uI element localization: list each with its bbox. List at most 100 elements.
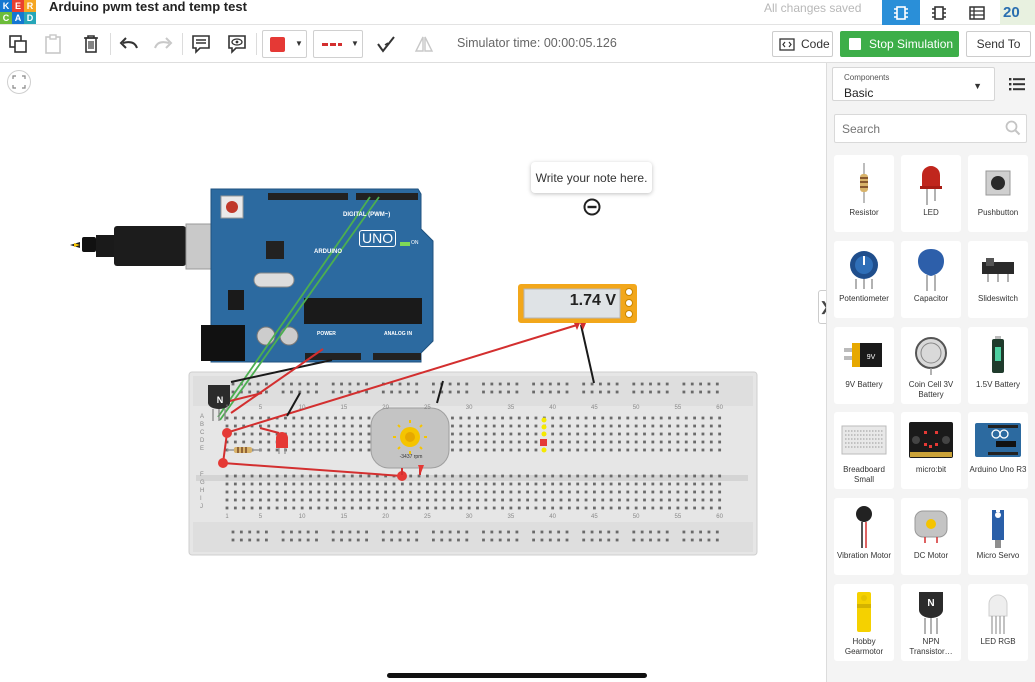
circuit-canvas[interactable]: N 1.74 V -3437 rpm DIGITAL (PWM~) ARDUIN…: [0, 63, 826, 682]
breadboard-hole: [643, 440, 646, 444]
component-tile-led[interactable]: LED: [901, 155, 961, 232]
breadboard-hole: [626, 474, 630, 478]
multimeter[interactable]: [518, 284, 637, 330]
breadboard-hole: [492, 506, 496, 510]
breadboard-hole: [601, 506, 605, 510]
breadboard-hole: [451, 424, 454, 428]
tab-component-list[interactable]: [958, 0, 996, 25]
breadboard-hole: [532, 530, 535, 534]
stop-simulation-button[interactable]: Stop Simulation: [840, 31, 959, 57]
component-tile-potentiometer[interactable]: Potentiometer: [834, 241, 894, 318]
component-tile-led-rgb[interactable]: LED RGB: [968, 584, 1028, 661]
wire-tool-button[interactable]: [373, 31, 399, 57]
component-tile-slideswitch[interactable]: Slideswitch: [968, 241, 1028, 318]
redo-button[interactable]: [150, 31, 176, 57]
user-avatar[interactable]: 20: [1000, 0, 1035, 25]
npn-transistor[interactable]: [208, 385, 230, 421]
breadboard-hole: [576, 498, 580, 502]
breadboard-hole: [306, 530, 310, 534]
paste-button[interactable]: [40, 31, 66, 57]
breadboard-hole: [490, 390, 494, 394]
wire-style-picker[interactable]: ▼: [313, 30, 363, 58]
breadboard[interactable]: [188, 371, 758, 556]
breadboard-hole: [392, 506, 396, 510]
component-tile-arduino[interactable]: Arduino Uno R3: [968, 412, 1028, 489]
component-search-input[interactable]: [834, 114, 1027, 143]
component-tile-vibration-motor[interactable]: Vibration Motor: [834, 498, 894, 575]
tab-circuit-view[interactable]: [882, 0, 920, 25]
search-icon[interactable]: [1005, 120, 1021, 136]
component-tile-gearmotor[interactable]: Hobby Gearmotor: [834, 584, 894, 661]
breadboard-hole: [668, 506, 671, 510]
breadboard-hole: [509, 482, 513, 486]
breadboard-hole: [334, 440, 337, 444]
breadboard-hole: [526, 432, 529, 436]
breadboard-hole: [359, 474, 362, 478]
send-to-button[interactable]: Send To: [966, 31, 1031, 57]
breadboard-hole: [701, 424, 705, 428]
component-tile-servo[interactable]: Micro Servo: [968, 498, 1028, 575]
notes-button[interactable]: [188, 31, 214, 57]
tinkercad-logo[interactable]: K E R C A D: [0, 0, 36, 24]
fill-color-picker[interactable]: ▼: [262, 30, 307, 58]
breadboard-hole: [609, 482, 613, 486]
breadboard-hole: [259, 498, 262, 502]
copy-button[interactable]: [5, 31, 31, 57]
breadboard-hole: [300, 498, 304, 502]
redo-icon: [154, 37, 173, 49]
component-tile-breadboard[interactable]: Breadboard Small: [834, 412, 894, 489]
component-tile-coin-cell[interactable]: Coin Cell 3V Battery: [901, 327, 961, 404]
breadboard-hole: [275, 432, 279, 436]
dc-motor[interactable]: [370, 407, 450, 475]
component-tile-battery-aa[interactable]: 1.5V Battery: [968, 327, 1028, 404]
component-tile-label: LED RGB: [980, 637, 1016, 646]
breadboard-hole: [315, 530, 318, 534]
component-tile-pushbutton[interactable]: Pushbutton: [968, 155, 1028, 232]
logo-letter: E: [12, 0, 24, 12]
breadboard-hole: [565, 382, 569, 386]
delete-button[interactable]: [78, 31, 104, 57]
component-tile-dc-motor[interactable]: DC Motor: [901, 498, 961, 575]
breadboard-hole: [242, 482, 246, 486]
fit-view-button[interactable]: [7, 70, 31, 94]
breadboard-hole: [684, 490, 688, 494]
design-title[interactable]: Arduino pwm test and temp test: [49, 0, 247, 14]
breadboard-hole: [651, 448, 655, 452]
breadboard-hole: [682, 382, 686, 386]
breadboard-hole: [690, 530, 694, 534]
breadboard-hole: [576, 482, 580, 486]
breadboard-hole: [718, 432, 722, 436]
breadboard-column-number: 1: [225, 514, 229, 520]
component-tile-capacitor[interactable]: Capacitor: [901, 241, 961, 318]
breadboard-hole: [492, 432, 496, 436]
breadboard-column-number: 60: [716, 405, 723, 411]
undo-button[interactable]: [116, 31, 142, 57]
breadboard-hole: [406, 382, 410, 386]
breadboard-hole: [559, 448, 563, 452]
breadboard-hole: [342, 440, 346, 444]
components-category-select[interactable]: Components Basic ▼: [832, 67, 995, 101]
breadboard-hole: [465, 530, 469, 534]
resistor[interactable]: [227, 447, 262, 453]
code-button[interactable]: Code: [772, 31, 833, 57]
component-tile-resistor[interactable]: Resistor: [834, 155, 894, 232]
breadboard-hole: [275, 506, 279, 510]
flip-button[interactable]: [411, 31, 437, 57]
breadboard-hole: [325, 498, 329, 502]
component-tile-label: Breadboard Small: [843, 465, 885, 484]
component-tile-microbit[interactable]: micro:bit: [901, 412, 961, 489]
breadboard-hole: [709, 482, 713, 486]
toggle-notes-button[interactable]: [224, 31, 250, 57]
note-visibility-icon: [228, 35, 246, 54]
breadboard-hole: [342, 424, 346, 428]
note-bubble[interactable]: Write your note here.: [531, 162, 652, 193]
breadboard-hole: [476, 432, 479, 436]
list-view-icon[interactable]: [1007, 74, 1027, 94]
breadboard-hole: [634, 498, 638, 502]
breadboard-hole: [659, 498, 663, 502]
red-led[interactable]: [276, 432, 288, 454]
tab-schematic-view[interactable]: [920, 0, 958, 25]
note-marker-icon[interactable]: [583, 198, 601, 216]
